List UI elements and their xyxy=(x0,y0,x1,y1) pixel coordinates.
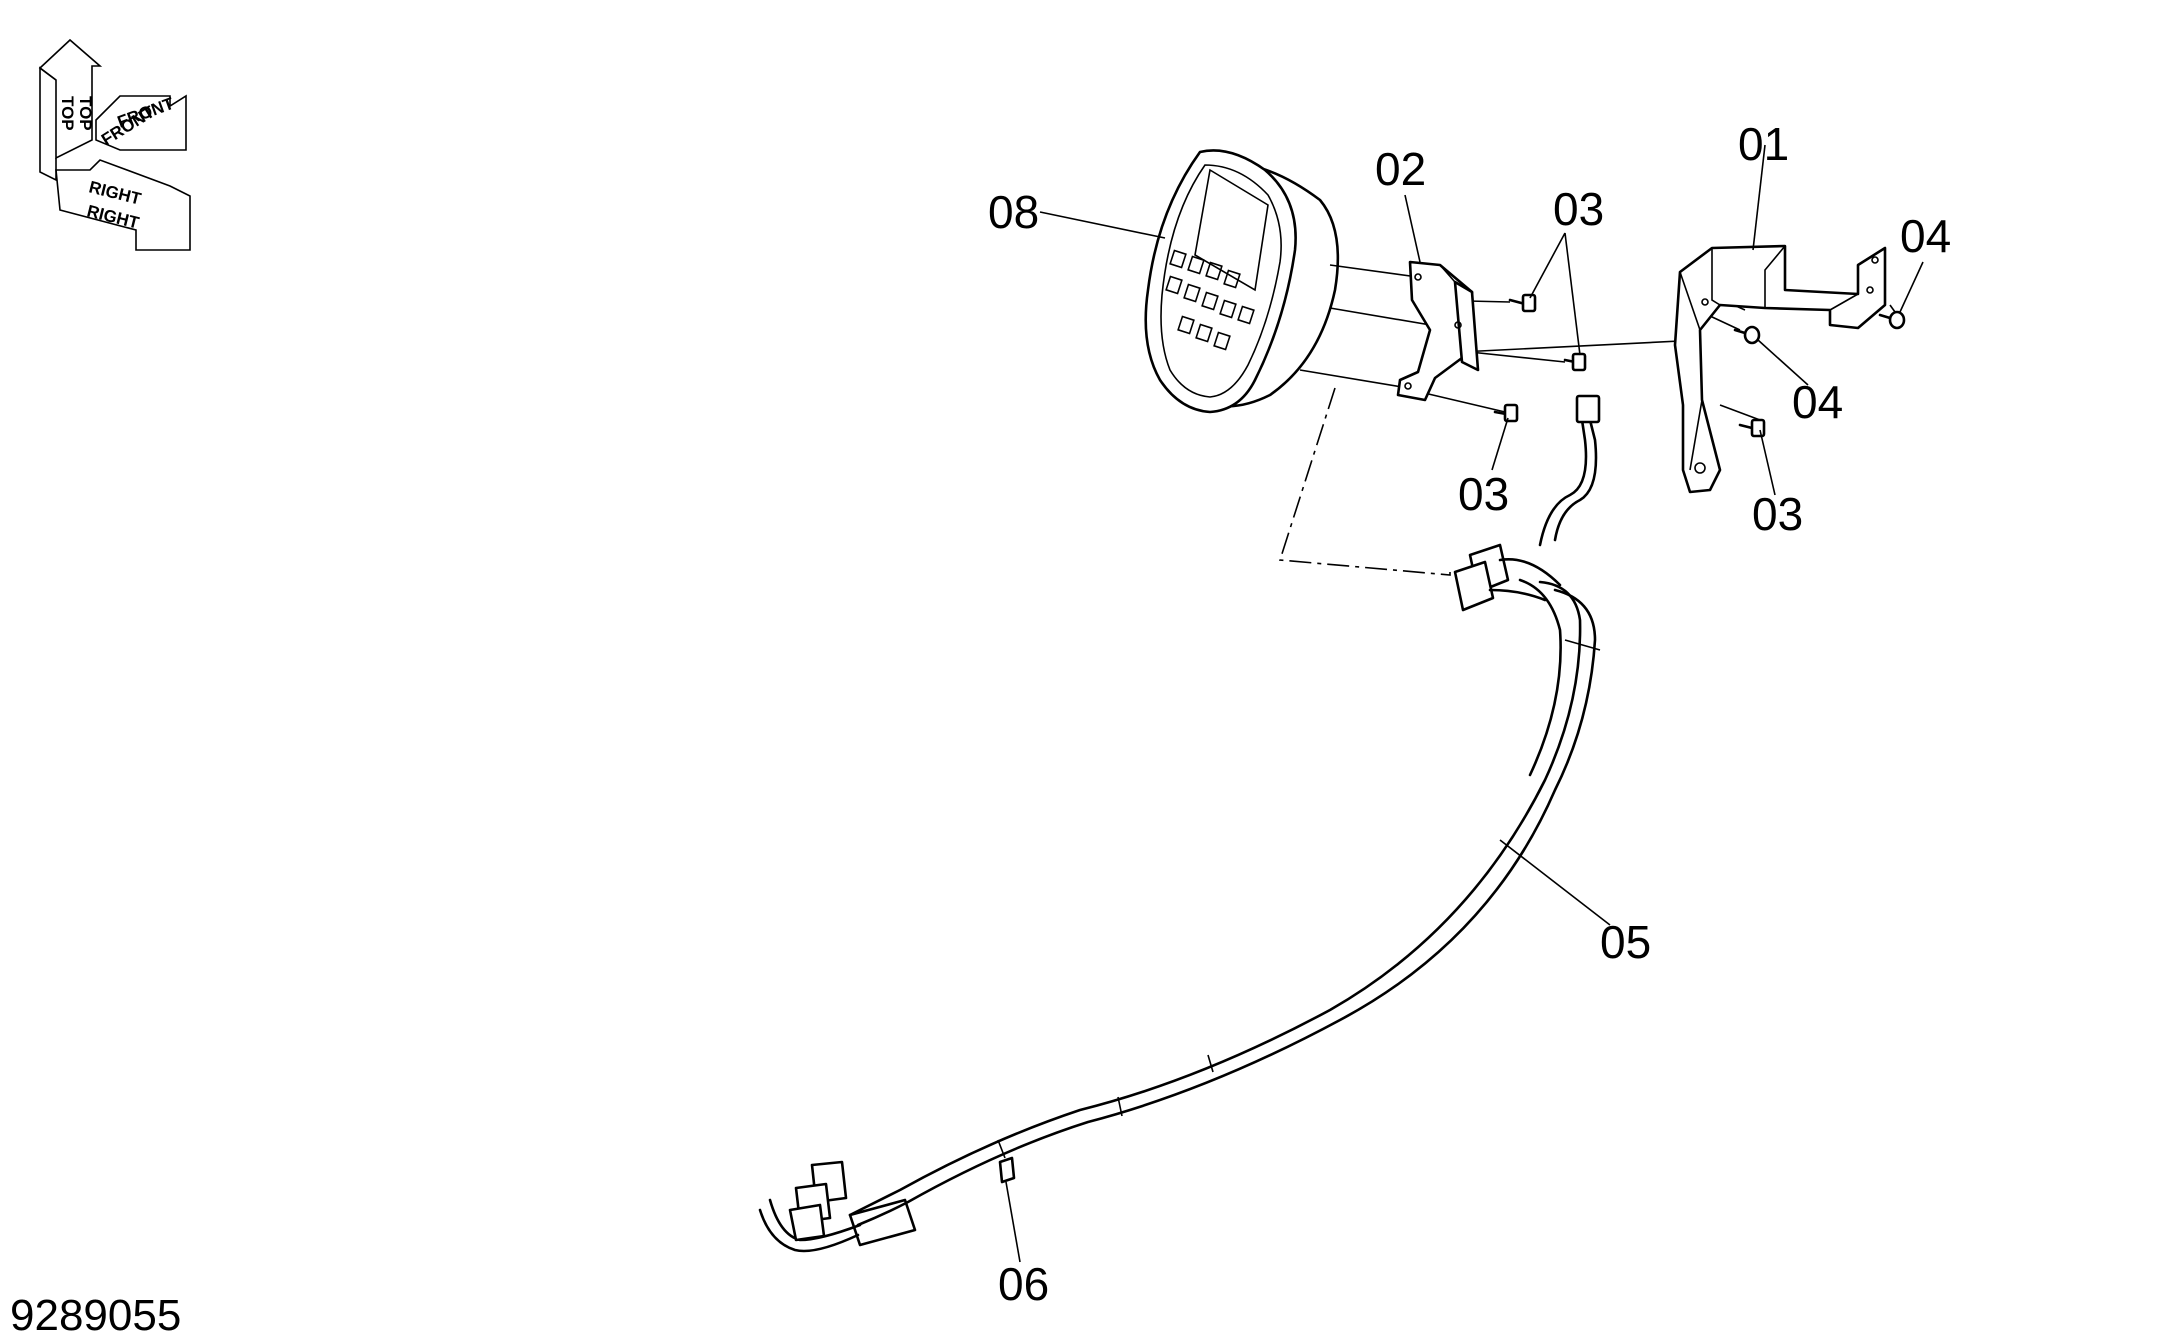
callout-labels: 08 02 03 01 04 04 03 03 05 06 xyxy=(988,118,1951,1310)
orientation-top-label-2: TOP xyxy=(76,96,95,131)
drawing-number: 9289055 xyxy=(10,1291,181,1340)
orientation-icon: TOP TOP FRONT FRONT RIGHT RIGHT xyxy=(38,38,191,251)
callout-03-upper: 03 xyxy=(1553,183,1604,235)
part-05-harness xyxy=(758,387,1601,1253)
callout-05: 05 xyxy=(1600,916,1651,968)
harness-connectors-bottom xyxy=(788,1160,848,1242)
callout-03-lower-left: 03 xyxy=(1458,468,1509,520)
callout-04-center: 04 xyxy=(1792,376,1843,428)
callout-04-right: 04 xyxy=(1900,210,1951,262)
orientation-front-label-2: FRONT xyxy=(115,94,177,132)
callout-03-lower-right: 03 xyxy=(1752,488,1803,540)
harness-connectors-mid xyxy=(1453,543,1562,612)
washer-04-a xyxy=(1733,325,1761,345)
washer-04-b xyxy=(1878,310,1906,330)
harness-connector-top xyxy=(1575,394,1601,424)
bolt-03-c xyxy=(1493,403,1519,423)
part-01-bracket xyxy=(1673,244,1887,494)
bolt-03-b xyxy=(1563,352,1587,372)
part-04-washers xyxy=(1733,310,1906,345)
callout-01: 01 xyxy=(1738,118,1789,170)
callout-02: 02 xyxy=(1375,143,1426,195)
part-06-clamp xyxy=(998,1156,1016,1184)
leader-lines xyxy=(1005,144,1924,1263)
orientation-top-label: TOP xyxy=(58,96,77,131)
part-08-monitor xyxy=(1144,149,1340,414)
callout-06: 06 xyxy=(998,1258,1049,1310)
part-02-bracket xyxy=(1396,260,1480,402)
monitor-buttons xyxy=(1165,249,1255,351)
callout-08: 08 xyxy=(988,186,1039,238)
part-03-bolts xyxy=(1493,293,1766,438)
bolt-03-a xyxy=(1508,293,1537,313)
